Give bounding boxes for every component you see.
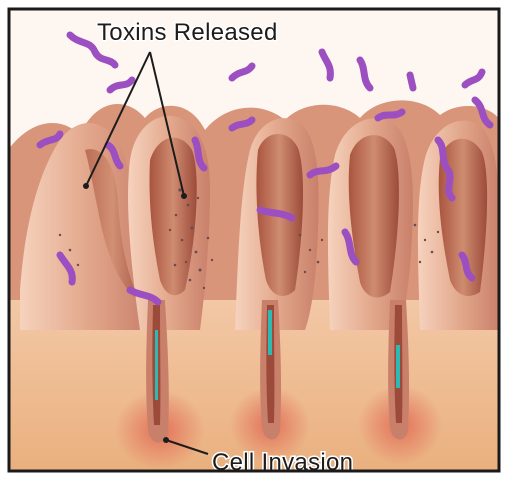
villus-right <box>418 121 500 330</box>
bacterium-icon <box>410 75 413 88</box>
invasion-channel <box>155 330 158 400</box>
label-toxins-released: Toxins Released <box>97 19 278 46</box>
invasion-channel <box>396 345 400 388</box>
pointer-dot <box>181 193 187 199</box>
bacterium-icon <box>378 112 402 118</box>
villus-center-right <box>328 118 413 330</box>
crypt-left <box>146 300 169 443</box>
crypt-right <box>388 300 409 440</box>
invasion-channel <box>268 310 272 355</box>
pointer-dot <box>163 437 169 443</box>
pointer-dot <box>83 183 89 189</box>
crypt-center <box>260 300 281 440</box>
